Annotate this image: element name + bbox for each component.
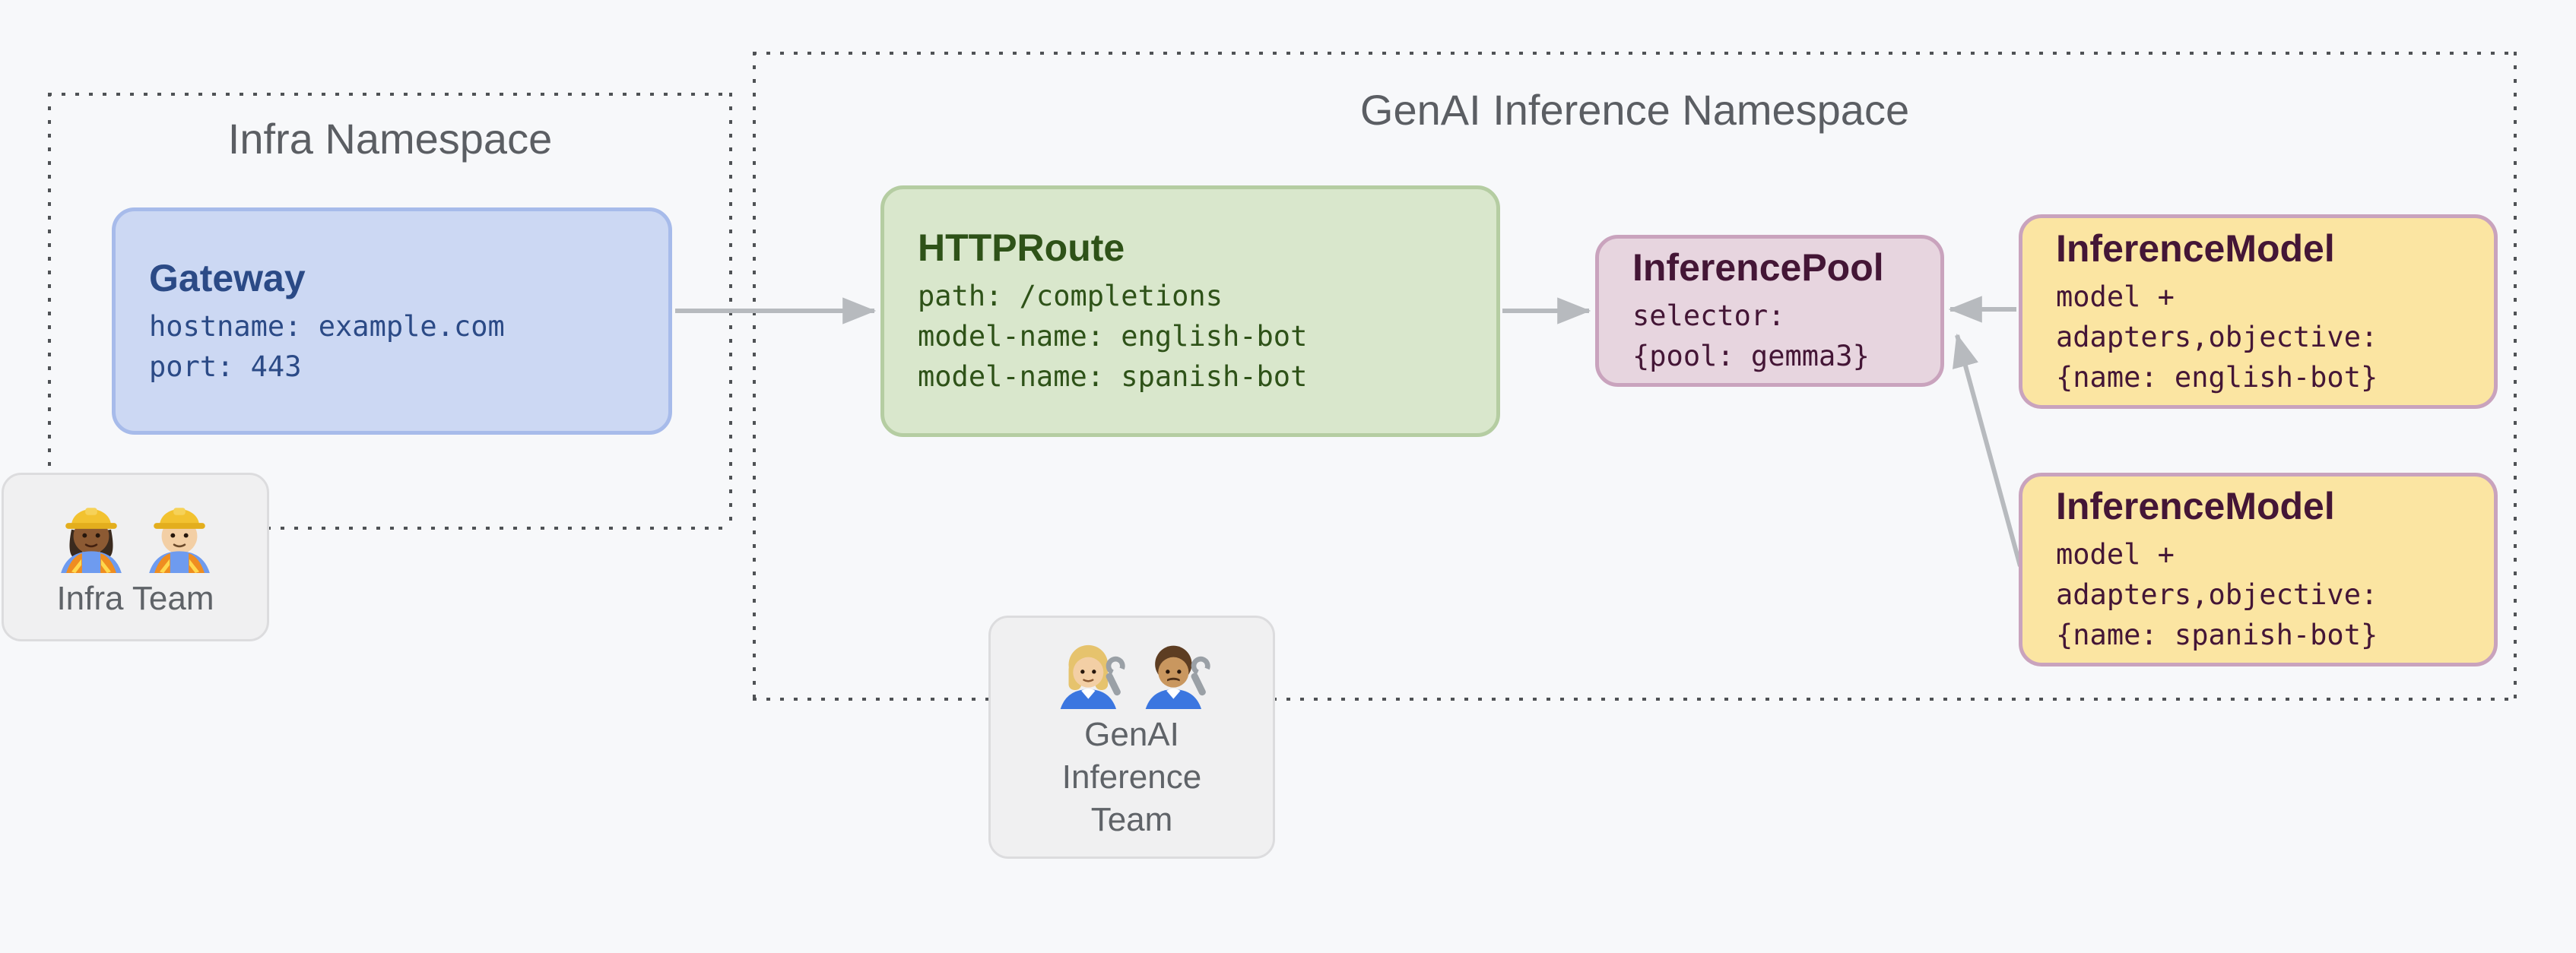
- inferencemodel-english-node: InferenceModel model + adapters,objectiv…: [2019, 214, 2498, 409]
- infra-team-icons: [52, 494, 219, 573]
- inferencemodel-english-line-3: {name: english-bot}: [2056, 360, 2378, 394]
- infra-namespace-title: Infra Namespace: [227, 115, 553, 163]
- inferencemodel-english-line-1: model +: [2056, 280, 2175, 313]
- woman-construction-worker-icon: [61, 508, 122, 573]
- inferencemodel-spanish-line-1: model +: [2056, 538, 2175, 571]
- inferencepool-selector-line: selector:: [1632, 299, 1785, 332]
- infra-team-box: Infra Team: [2, 473, 269, 641]
- httproute-node: HTTPRoute path: /completions model-name:…: [880, 185, 1500, 437]
- gateway-hostname-line: hostname: example.com: [149, 309, 505, 343]
- gateway-title: Gateway: [149, 256, 306, 299]
- inferencepool-title: InferencePool: [1632, 246, 1884, 289]
- man-construction-worker-icon: [149, 508, 210, 573]
- man-mechanic-icon: [1145, 645, 1210, 709]
- inferencemodel-spanish-node: InferenceModel model + adapters,objectiv…: [2019, 473, 2498, 666]
- genai-team-label-line-1: GenAI: [1084, 716, 1179, 753]
- genai-namespace-title: GenAI Inference Namespace: [1359, 86, 1910, 134]
- gateway-node: Gateway hostname: example.com port: 443: [112, 207, 672, 435]
- gateway-port-line: port: 443: [149, 350, 302, 383]
- genai-team-icons: [1052, 633, 1213, 709]
- woman-mechanic-icon: [1060, 644, 1125, 709]
- httproute-path-line: path: /completions: [918, 280, 1223, 312]
- inferencemodel-english-line-2: adapters,objective:: [2056, 320, 2378, 353]
- genai-team-label: GenAI Inference Team: [1062, 714, 1201, 841]
- inferencemodel-spanish-title: InferenceModel: [2056, 485, 2335, 527]
- httproute-model-spanish-line: model-name: spanish-bot: [918, 360, 1308, 393]
- httproute-title: HTTPRoute: [918, 226, 1125, 269]
- genai-team-label-line-2: Inference: [1061, 758, 1202, 796]
- inferencepool-node: InferencePool selector: {pool: gemma3}: [1595, 235, 1944, 387]
- genai-team-box: GenAI Inference Team: [988, 616, 1275, 859]
- httproute-model-english-line: model-name: english-bot: [918, 320, 1308, 353]
- genai-team-label-line-3: Team: [1090, 801, 1173, 838]
- inferencemodel-spanish-line-3: {name: spanish-bot}: [2056, 619, 2378, 651]
- inferencemodel-spanish-line-2: adapters,objective:: [2056, 578, 2378, 611]
- inferencepool-pool-line: {pool: gemma3}: [1632, 340, 1870, 372]
- arrow-inferencemodel-spanish-to-inferencepool: [1953, 333, 2022, 567]
- inferencemodel-english-title: InferenceModel: [2056, 226, 2335, 270]
- infra-team-label: Infra Team: [56, 580, 214, 617]
